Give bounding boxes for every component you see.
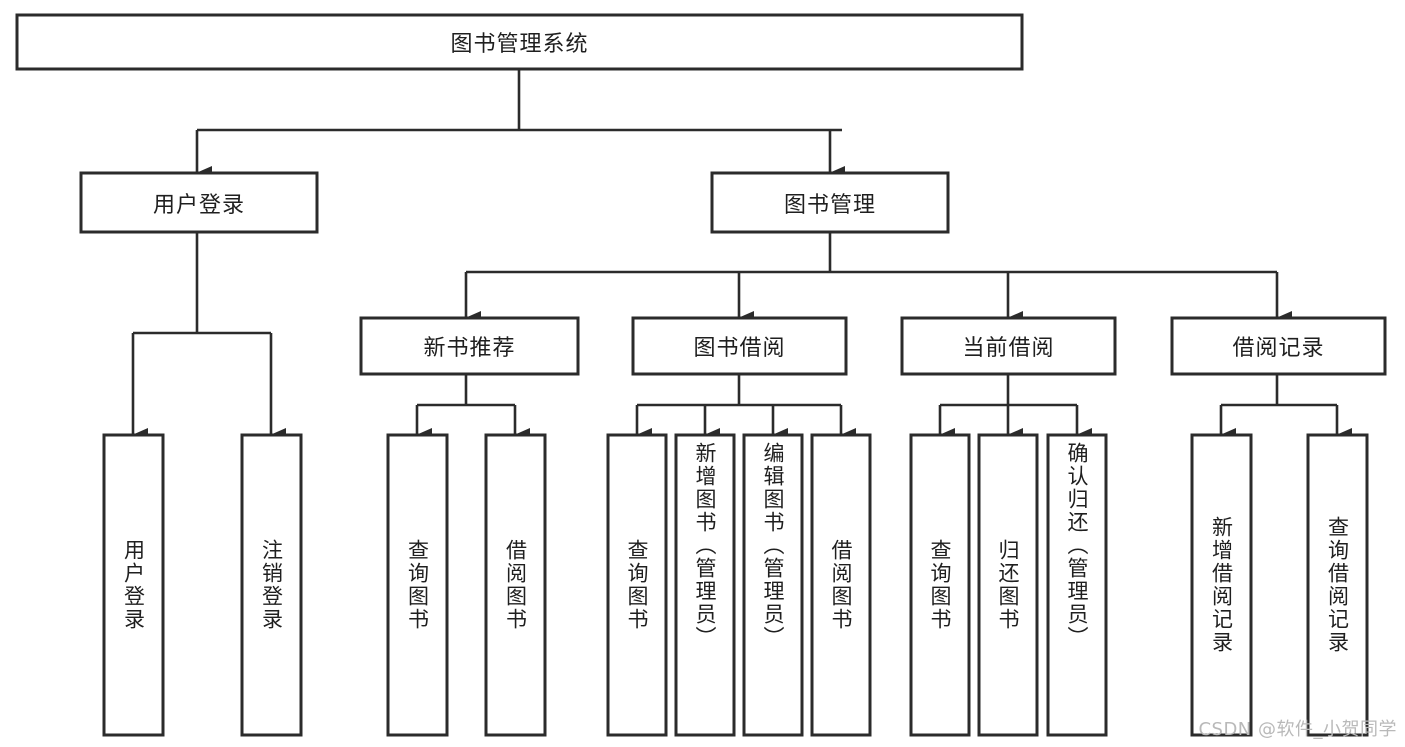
connector-borrow-to-leaves (635, 374, 856, 442)
node-book-management-box[interactable] (710, 171, 950, 234)
connector-newbook-to-leaves (415, 374, 530, 442)
leaf-box-new-book-0[interactable] (386, 433, 449, 737)
leaf-box-user-login-1[interactable] (240, 433, 303, 737)
leaf-box-user-login-0[interactable] (102, 433, 165, 737)
leaf-box-current-borrow-2[interactable] (1046, 433, 1108, 737)
leaf-box-book-borrow-1[interactable] (674, 433, 736, 737)
connector-userlogin-to-leaves (131, 232, 286, 442)
leaf-box-current-borrow-0[interactable] (909, 433, 971, 737)
leaf-box-book-borrow-0[interactable] (606, 433, 668, 737)
node-root-box[interactable] (15, 13, 1024, 71)
connector-bookmgmt-to-level3 (464, 232, 1292, 325)
leaf-box-book-borrow-2[interactable] (742, 433, 804, 737)
node-current-borrow-box[interactable] (900, 316, 1117, 376)
leaf-box-borrow-record-0[interactable] (1190, 433, 1253, 737)
leaf-box-borrow-record-1[interactable] (1306, 433, 1369, 737)
node-book-borrow-box[interactable] (631, 316, 848, 376)
connector-record-to-leaves (1219, 374, 1352, 442)
leaf-box-book-borrow-3[interactable] (810, 433, 872, 737)
node-user-login-box[interactable] (79, 171, 319, 234)
connector-current-to-leaves (938, 374, 1092, 442)
connector-root-to-level2 (195, 69, 845, 180)
node-new-book-recommend-box[interactable] (359, 316, 580, 376)
leaf-box-current-borrow-1[interactable] (977, 433, 1039, 737)
leaf-box-new-book-1[interactable] (484, 433, 547, 737)
csdn-watermark: CSDN @软件_小贺同学 (1198, 719, 1397, 740)
node-borrow-record-box[interactable] (1170, 316, 1387, 376)
